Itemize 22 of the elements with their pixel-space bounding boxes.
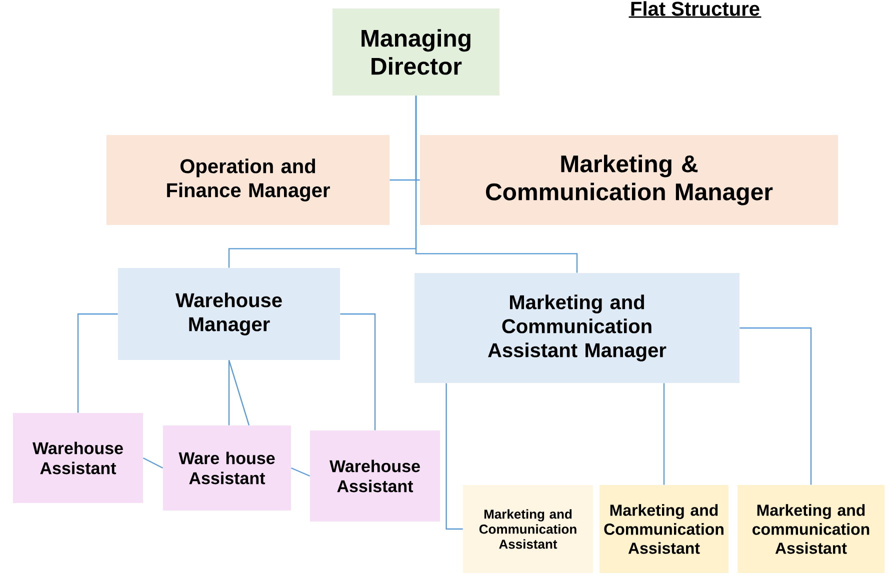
connector-line: [663, 383, 665, 485]
position-box: Warehouse Assistant: [310, 430, 440, 522]
connector-line: [142, 457, 164, 469]
connector-line: [290, 467, 310, 477]
position-box: Marketing & Communication Manager: [420, 135, 838, 225]
position-box: Marketing and Communication Assistant: [600, 485, 728, 573]
position-box: Operation and Finance Manager: [106, 135, 390, 225]
connector-line: [228, 360, 250, 426]
position-box: Marketing and Communication Assistant: [463, 485, 593, 573]
title: Flat Structure: [631, 1, 760, 16]
connector-line: [340, 313, 376, 430]
position-box: Ware house Assistant: [163, 426, 291, 510]
position-box: Warehouse Assistant: [13, 413, 143, 503]
connector-line: [77, 313, 118, 413]
connector-line: [228, 360, 230, 426]
connector-line: [740, 327, 812, 485]
connector-line: [446, 383, 463, 530]
position-box: Warehouse Manager: [118, 268, 340, 360]
connector-line: [415, 96, 578, 273]
position-box: Marketing and Communication Assistant Manager: [414, 273, 740, 383]
position-box: Marketing and communication Assistant: [738, 485, 884, 573]
position-box: Managing Director: [332, 8, 500, 96]
